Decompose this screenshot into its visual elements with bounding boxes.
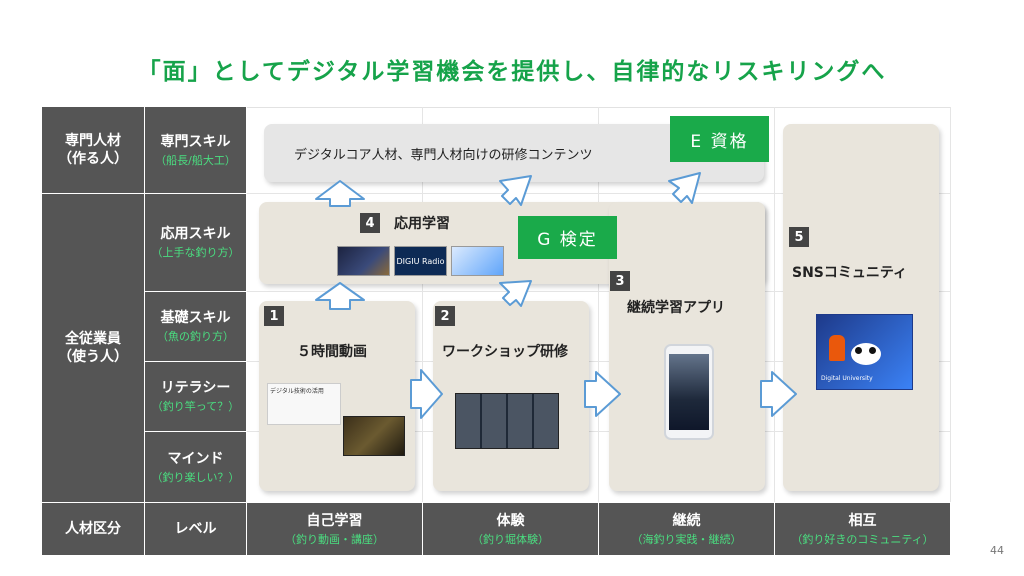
column-header-mutual: 相互 （釣り好きのコミュニティ） — [775, 503, 950, 555]
row-header-zen-jugyoin: 全従業員 （使う人） — [42, 194, 144, 502]
right-arrow-icon — [410, 369, 443, 419]
phone-screen — [669, 354, 709, 430]
column-sub: （釣り動画・講座） — [285, 532, 384, 546]
page-number: 44 — [990, 544, 1004, 557]
level-sub: （釣り楽しい？） — [151, 470, 240, 484]
e-kentei-badge: E 資格 — [670, 116, 769, 162]
video-slide-title: デジタル技術の活用 — [270, 388, 324, 395]
applied-thumb-1 — [337, 246, 390, 276]
digiu-radio-label: DIGIU Radio — [396, 256, 445, 266]
grid-line — [950, 107, 951, 502]
app-number: 3 — [610, 271, 630, 291]
diagonal-arrow-icon — [668, 172, 701, 204]
row-header-sub: （作る人） — [58, 151, 128, 167]
top-content-text: デジタルコア人材、専門人材向けの研修コンテンツ — [294, 147, 593, 163]
column-sub: （釣り堀体験） — [472, 532, 549, 546]
applied-thumb-3 — [451, 246, 504, 276]
column-header-self-learning: 自己学習 （釣り動画・講座） — [247, 503, 422, 555]
column-sub: （釣り好きのコミュニティ） — [791, 532, 934, 546]
digiu-radio-thumb: DIGIU Radio — [394, 246, 447, 276]
grid-line — [774, 107, 775, 502]
digital-university-label: Digital University — [821, 375, 873, 382]
level-sub: （上手な釣り方） — [151, 246, 240, 259]
right-arrow-icon — [760, 371, 797, 417]
column-label: 継続 — [672, 512, 701, 529]
level-sub: （魚の釣り方） — [157, 330, 234, 343]
grid-line — [422, 107, 423, 502]
row-header-label: 全従業員 — [65, 331, 121, 347]
right-arrow-icon — [584, 371, 621, 417]
workshop-number: 2 — [435, 306, 455, 326]
level-label: マインド — [167, 450, 224, 467]
workshop-title: ワークショップ研修 — [442, 344, 568, 360]
workshop-zoom-thumb — [455, 393, 559, 449]
level-literacy: リテラシー （釣り竿って？） — [145, 362, 246, 431]
phone-mockup — [664, 344, 714, 440]
sns-title: SNSコミュニティ — [792, 265, 908, 281]
video-slide-thumb: デジタル技術の活用 — [267, 383, 341, 425]
column-sub: （海釣り実践・継続） — [631, 532, 742, 546]
diagonal-arrow-icon — [499, 280, 532, 307]
level-header-label: レベル — [174, 521, 217, 537]
grid-line — [598, 107, 599, 502]
app-title: 継続学習アプリ — [627, 300, 725, 316]
sns-thumb: Digital University — [816, 314, 913, 390]
jinzai-kubun-label: 人材区分 — [65, 521, 121, 537]
level-sub: （船長/船大工） — [155, 153, 236, 167]
g-kentei-badge: G 検定 — [518, 216, 617, 259]
video-title: ５時間動画 — [297, 344, 367, 360]
row-header-label: 専門人材 — [65, 133, 121, 149]
row-header-senmon-jinzai: 専門人材 （作る人） — [42, 107, 144, 193]
level-label: 専門スキル — [160, 133, 231, 150]
sns-number: 5 — [789, 227, 809, 247]
fox-icon — [829, 335, 845, 361]
applied-learning-title: 応用学習 — [394, 216, 450, 232]
level-oyo: 応用スキル （上手な釣り方） — [145, 194, 246, 291]
level-mind: マインド （釣り楽しい？） — [145, 432, 246, 502]
column-header-continuation: 継続 （海釣り実践・継続） — [599, 503, 774, 555]
column-label: 相互 — [848, 512, 877, 529]
level-label: リテラシー — [160, 380, 231, 396]
video-number: 1 — [264, 306, 284, 326]
level-label: 応用スキル — [160, 226, 231, 242]
level-sub: （釣り竿って？） — [151, 400, 240, 413]
up-arrow-icon — [315, 282, 365, 310]
page-title: 「面」としてデジタル学習機会を提供し、自律的なリスキリングへ — [137, 59, 887, 85]
column-label: 体験 — [496, 512, 525, 529]
applied-learning-number: 4 — [360, 213, 380, 233]
column-header-experience: 体験 （釣り堀体験） — [423, 503, 598, 555]
level-label: 基礎スキル — [160, 310, 231, 326]
level-senmon: 専門スキル （船長/船大工） — [145, 107, 246, 193]
column-label: 自己学習 — [306, 512, 363, 529]
diagonal-arrow-icon — [499, 175, 532, 206]
sns-card — [783, 124, 939, 491]
panda-icon — [851, 343, 881, 365]
level-header: レベル — [145, 503, 246, 555]
level-kiso: 基礎スキル （魚の釣り方） — [145, 292, 246, 361]
up-arrow-icon — [315, 180, 365, 207]
video-thumb — [343, 416, 405, 456]
row-header-sub: （使う人） — [58, 349, 128, 365]
jinzai-kubun-header: 人材区分 — [42, 503, 144, 555]
